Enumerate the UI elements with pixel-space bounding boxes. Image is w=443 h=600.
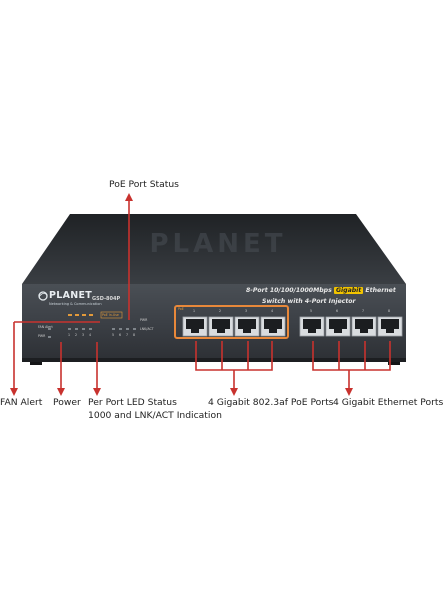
port-group-label: PoE (178, 307, 184, 311)
label-gigabit-ports: 4 Gigabit Ethernet Ports (333, 397, 443, 408)
callout-poe-bracket (195, 341, 273, 392)
arrowhead-up (125, 193, 133, 201)
rj45-port-socket (303, 319, 321, 333)
port-number-label: 3 (245, 309, 248, 313)
led-number-label: 1 (68, 333, 71, 337)
led-label-pwr-right: PWR (140, 318, 148, 322)
poe-led (68, 314, 72, 316)
port-number-label: 6 (336, 309, 339, 313)
foot-right (388, 362, 400, 365)
rj45-ports (182, 316, 403, 337)
link-leds (68, 328, 136, 330)
brand-name: PLANET (49, 290, 93, 301)
fan-led (48, 328, 51, 330)
poe-in-use-box (100, 311, 123, 319)
rj45-port-socket (186, 319, 204, 333)
callout-arrowheads (10, 193, 353, 396)
rj45-port-socket (238, 319, 256, 333)
port-number-label: 7 (362, 309, 365, 313)
product-description-line2: Switch with 4-Port Injector (262, 298, 356, 305)
port-number-label: 4 (271, 309, 274, 313)
port-number-label: 1 (193, 309, 196, 313)
link-led (68, 328, 71, 330)
link-led (112, 328, 115, 330)
link-led (126, 328, 129, 330)
rj45-port-socket (381, 319, 399, 333)
description-suffix: Ethernet (365, 287, 396, 294)
chassis-bottom (22, 358, 406, 362)
rj45-port-socket (355, 319, 373, 333)
callout-lines (13, 197, 391, 392)
led-label-lnk-act: LNK/ACT (140, 327, 154, 331)
top-watermark: PLANET (149, 229, 286, 259)
link-led (75, 328, 78, 330)
switch-illustration: PLANET (10, 193, 406, 396)
chassis-top (22, 214, 406, 284)
brand-logo-swoosh (38, 293, 48, 298)
label-poe-ports: 4 Gigabit 802.3af PoE Ports (208, 397, 334, 408)
product-description-line1: 8-Port 10/100/1000Mbps Gigabit Ethernet (246, 287, 396, 294)
model-number: GSD-804P (92, 296, 121, 302)
arrowhead-down (345, 388, 353, 396)
poe-led (82, 314, 86, 316)
rj45-port-socket (329, 319, 347, 333)
led-label-poe-in-use: PoE In-Use (102, 313, 119, 317)
port-number-label: 8 (388, 309, 391, 313)
label-per-port-led-line2: 1000 and LNK/ACT Indication (88, 410, 222, 421)
link-led (89, 328, 92, 330)
description-prefix: 8-Port 10/100/1000Mbps (246, 287, 332, 294)
led-number-label: 5 (112, 333, 115, 337)
link-led (133, 328, 136, 330)
label-power: Power (53, 397, 81, 408)
led-number-label: 4 (89, 333, 92, 337)
poe-status-leds (68, 314, 93, 316)
led-number-label: 2 (75, 333, 78, 337)
power-led (48, 336, 51, 338)
led-label-fan: FAN Alert (38, 325, 53, 329)
poe-led (75, 314, 79, 316)
led-number-label: 6 (119, 333, 122, 337)
gigabit-badge: Gigabit (333, 287, 364, 294)
port-number-label: 2 (219, 309, 222, 313)
label-poe-port-status: PoE Port Status (109, 179, 179, 190)
arrowhead-down (10, 388, 18, 396)
foot-left (30, 362, 42, 365)
arrowhead-down (93, 388, 101, 396)
arrowhead-down (57, 388, 65, 396)
arrowhead-down (230, 388, 238, 396)
label-per-port-led-line1: Per Port LED Status (88, 397, 177, 408)
led-number-label: 8 (133, 333, 136, 337)
label-fan-alert: FAN Alert (0, 397, 43, 408)
led-number-label: 7 (126, 333, 129, 337)
diagram-stage: PLANET (0, 179, 443, 421)
poe-port-group-highlight (174, 305, 289, 339)
led-label-pwr: PWR (38, 334, 46, 338)
brand-tagline: Networking & Communication (49, 302, 102, 306)
rj45-port-socket (264, 319, 282, 333)
callout-gbe-bracket (312, 341, 391, 392)
link-led (119, 328, 122, 330)
brand-logo-icon (38, 291, 48, 301)
poe-led (89, 314, 93, 316)
led-number-label: 3 (82, 333, 85, 337)
link-led (82, 328, 85, 330)
rj45-port-socket (212, 319, 230, 333)
port-number-label: 5 (310, 309, 313, 313)
